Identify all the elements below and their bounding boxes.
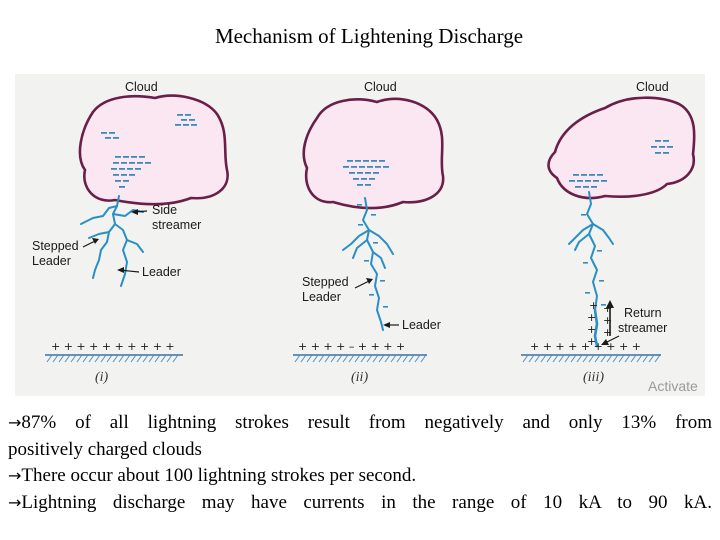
pointer-head-5 (383, 322, 390, 328)
bullet-1-line-1: →87% of all lightning strokes result fro… (8, 410, 712, 437)
lightning-diagram-svg: Cloud (32, 80, 698, 394)
bullet-2-text: There occur about 100 lightning strokes … (21, 465, 417, 486)
bullet-2: →There occur about 100 lightning strokes… (8, 463, 712, 490)
caption-panel-3: (iii) (583, 370, 604, 385)
arrow-icon: → (8, 492, 22, 512)
bullet-3-text: Lightning discharge may have currents in… (21, 491, 712, 513)
stepped-leader-label-1a: Stepped (32, 239, 79, 253)
cloud-1 (78, 94, 229, 206)
panel-1: Cloud (32, 80, 229, 385)
cloud-2 (302, 97, 445, 210)
ground-hatch-2 (294, 354, 427, 363)
stepped-leader-label-2a: Stepped (302, 275, 349, 289)
cloud-label-1: Cloud (125, 80, 158, 94)
caption-panel-1: (i) (95, 370, 109, 385)
svg-text:+: + (603, 302, 612, 315)
svg-text:+: + (603, 326, 612, 339)
page-title: Mechanism of Lightening Discharge (214, 24, 524, 48)
panel-3: Cloud ++ (521, 80, 696, 385)
svg-text:+: + (587, 323, 596, 336)
return-streamer-label-2: streamer (618, 321, 667, 335)
pointer-head-2 (92, 238, 99, 244)
watermark-text: Activate (648, 378, 698, 394)
negative-charges-1 (101, 114, 197, 188)
ground-hatch-1 (46, 354, 179, 363)
cloud-label-3: Cloud (636, 80, 669, 94)
return-charges-3: ++ ++ ++ + (587, 299, 612, 348)
arrow-icon: → (8, 466, 22, 485)
cloud-3 (547, 96, 696, 200)
svg-text:+: + (603, 314, 612, 327)
caption-panel-2: (ii) (351, 370, 368, 385)
pointer-head-3 (117, 267, 124, 273)
bullet-list: →87% of all lightning strokes result fro… (8, 410, 712, 516)
leader-charges-3 (581, 214, 606, 306)
return-streamer-label-1: Return (624, 306, 662, 320)
negative-charges-2 (343, 160, 389, 186)
svg-text:+: + (587, 335, 596, 348)
bullet-1-text: 87% of all lightning strokes result from… (21, 412, 712, 433)
side-streamer-label-1: Side (152, 203, 177, 217)
negative-charges-3 (569, 140, 673, 188)
pointer-head-1 (131, 209, 138, 215)
panel-2: Cloud Stepped (293, 80, 445, 385)
stepped-leader-label-1b: Leader (32, 254, 71, 268)
return-arrow-head (606, 300, 614, 308)
pointer-head-6 (601, 339, 609, 345)
stepped-leader-label-2b: Leader (302, 290, 341, 304)
arrow-icon: → (8, 413, 22, 432)
leader-label-2: Leader (402, 318, 441, 332)
leader-label-1: Leader (142, 265, 181, 279)
lightning-3 (568, 191, 614, 348)
ground-hatch-3 (522, 354, 661, 363)
bullet-1-line-2: positively charged clouds (8, 438, 202, 460)
svg-text:+: + (587, 311, 596, 324)
lightning-diagram: Cloud (15, 74, 705, 396)
lightning-1 (80, 195, 144, 287)
ground-charges-3: + + + + + + + + + (530, 340, 641, 353)
pointer-head-4 (366, 278, 373, 284)
cloud-label-2: Cloud (364, 80, 397, 94)
ground-charges-1: + + + + + + + + + + (51, 340, 175, 353)
ground-charges-2: + + + + – + + + + (298, 340, 405, 353)
svg-text:+: + (589, 299, 598, 312)
leader-charges-2 (357, 204, 388, 308)
lightning-2 (342, 197, 394, 331)
side-streamer-label-2: streamer (152, 218, 201, 232)
bullet-3: →Lightning discharge may have currents i… (8, 490, 712, 517)
